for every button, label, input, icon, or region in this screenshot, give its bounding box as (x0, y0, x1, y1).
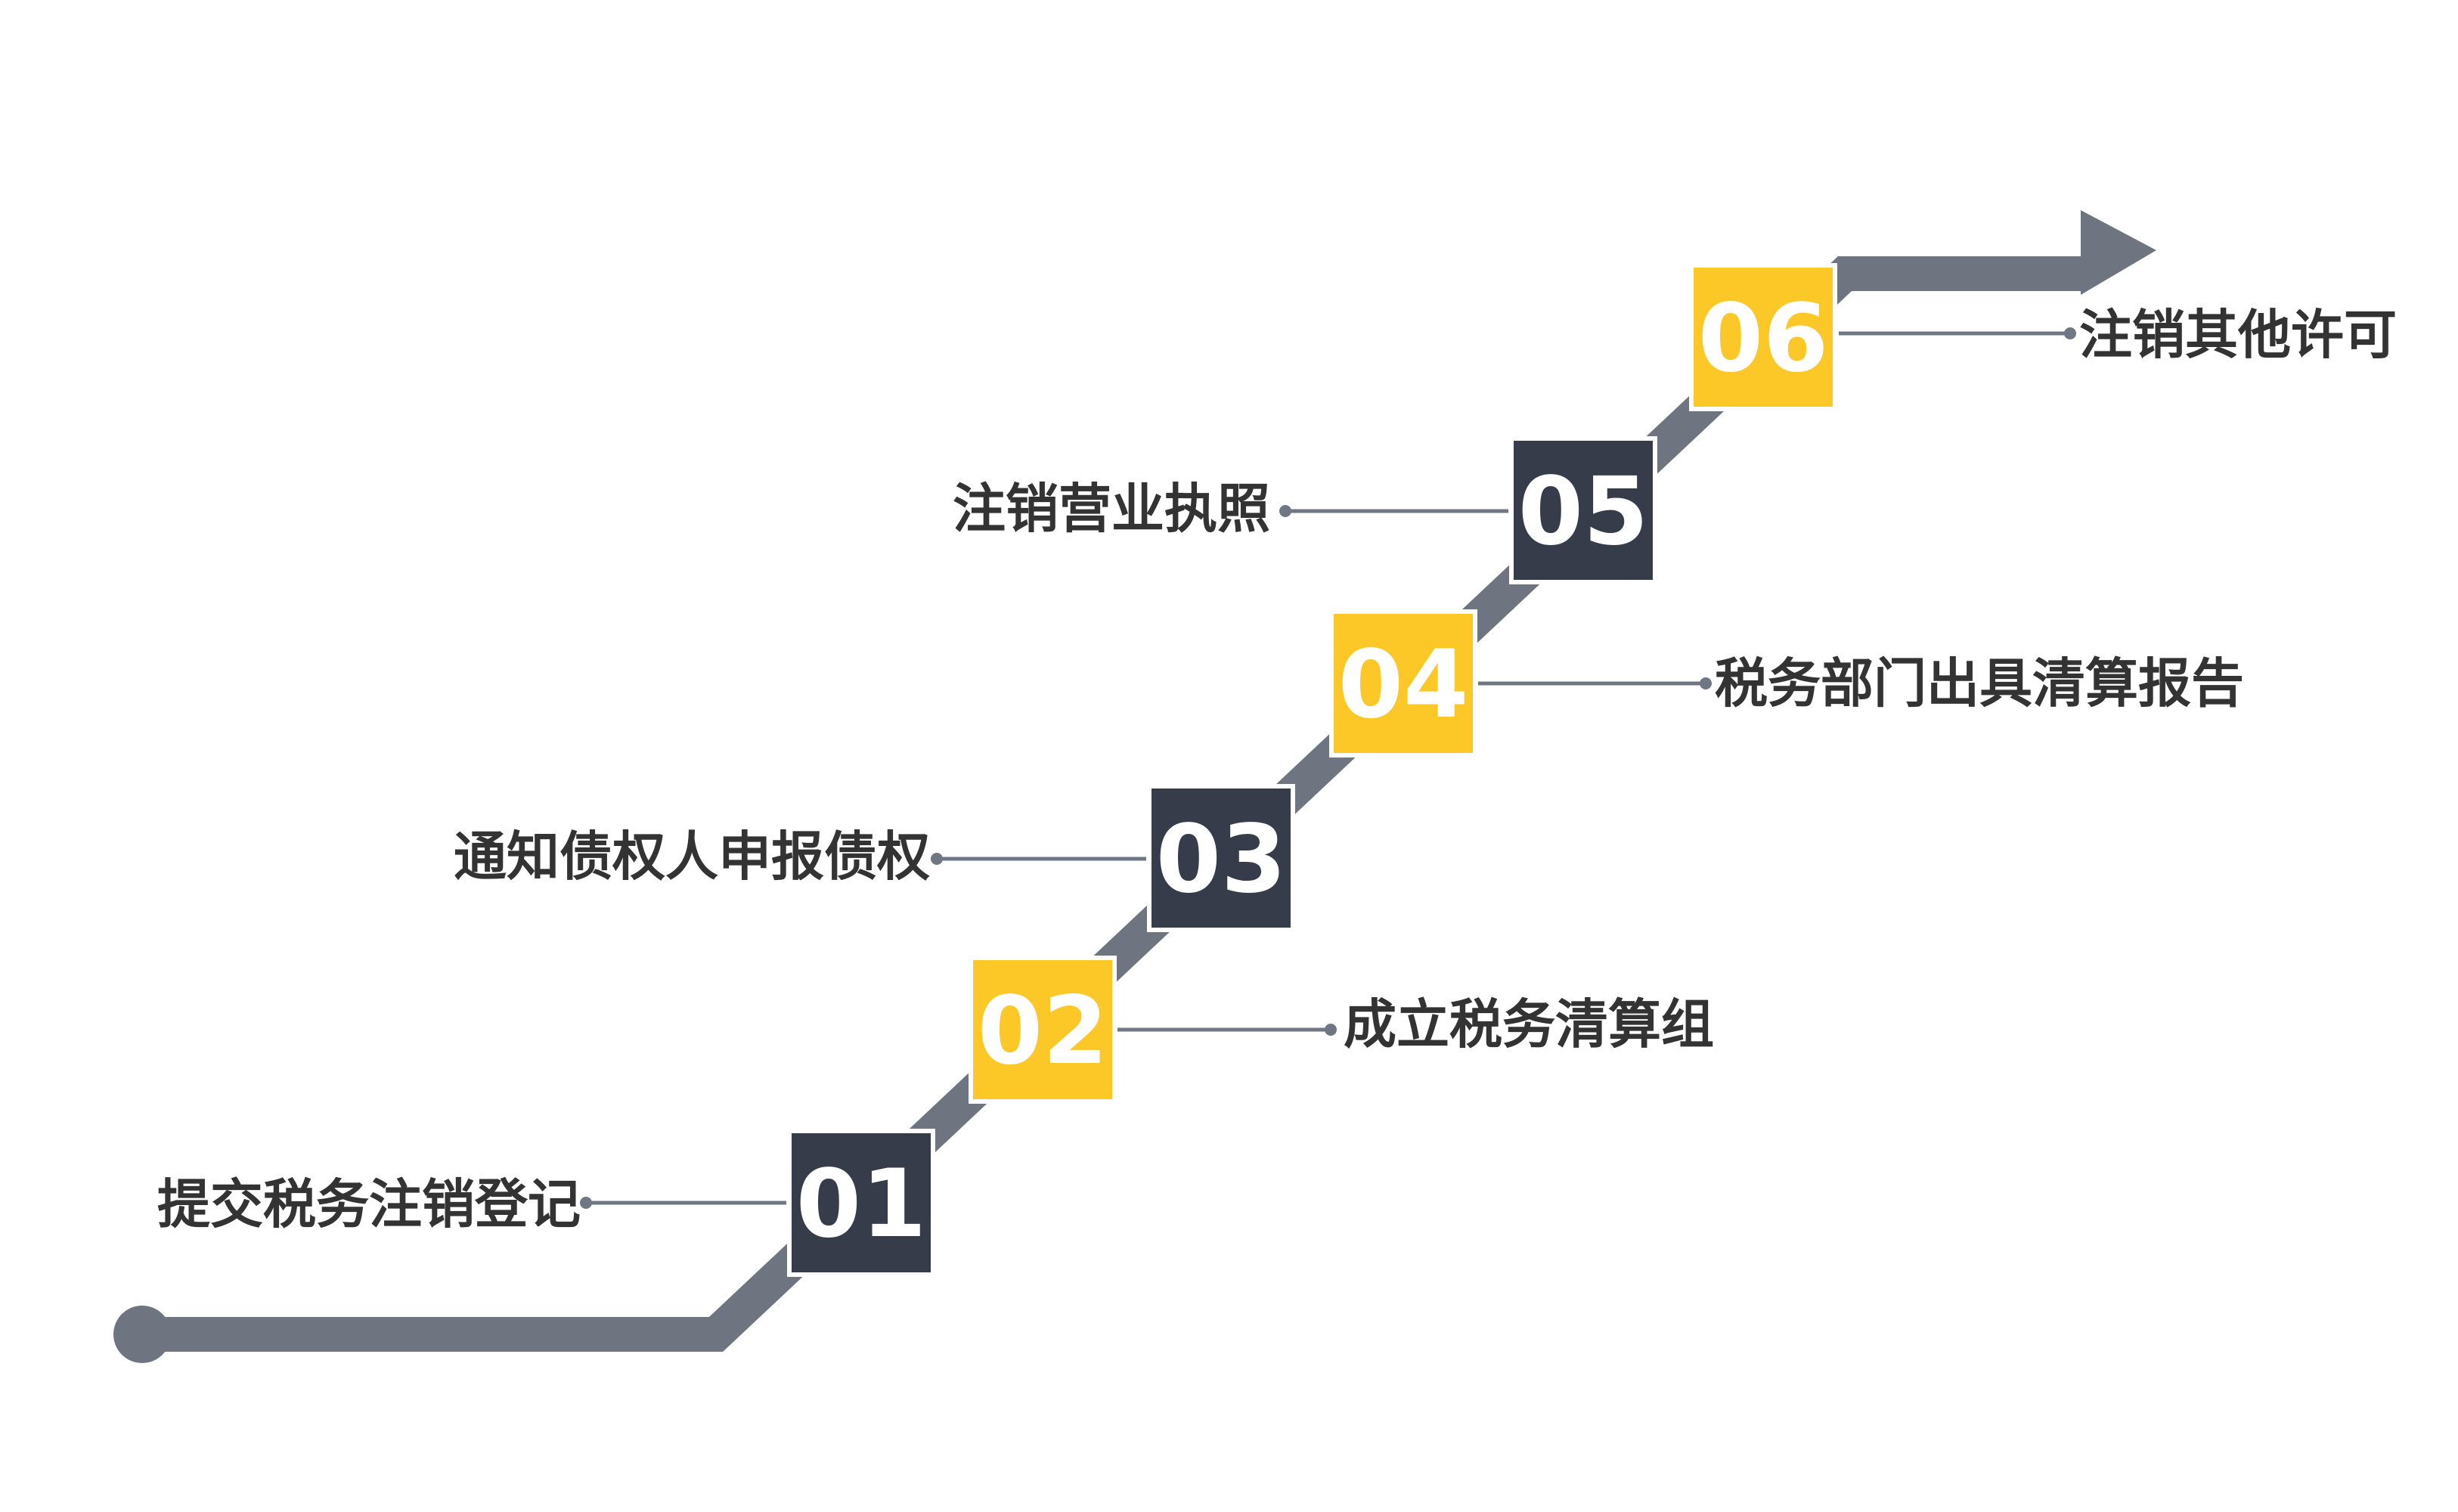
step-01-connector-dot (580, 1197, 592, 1209)
step-01: 01 提交税务注销登记 (157, 1129, 935, 1277)
step-01-box (787, 1129, 935, 1277)
step-04-connector-dot (1700, 677, 1712, 689)
step-04-label: 税务部门出具清算报告 (1715, 652, 2244, 714)
step-06-number: 06 (1698, 284, 1829, 393)
step-03-connector-dot (931, 853, 943, 865)
step-03: 03 通知债权人申报债权 (454, 784, 1295, 932)
path-arrow-head-icon (2081, 210, 2156, 295)
step-06-connector-dot (2064, 327, 2076, 339)
step-06-box (1689, 263, 1837, 411)
step-03-number: 03 (1156, 805, 1287, 914)
step-03-label: 通知债权人申报债权 (454, 826, 930, 888)
step-03-box (1147, 784, 1295, 932)
step-05-connector-dot (1279, 505, 1291, 517)
step-04: 04 税务部门出具清算报告 (1329, 609, 2244, 758)
step-05-label: 注销营业执照 (953, 478, 1270, 540)
step-05-number: 05 (1518, 457, 1649, 566)
step-02: 02 成立税务清算组 (969, 956, 1714, 1104)
step-06: 06 注销其他许可 (1689, 263, 2397, 411)
path-start-dot (113, 1306, 171, 1363)
step-02-number: 02 (978, 977, 1108, 1086)
step-02-label: 成立税务清算组 (1344, 993, 1714, 1055)
step-05: 05 注销营业执照 (953, 436, 1657, 584)
step-04-box (1329, 609, 1477, 758)
step-01-label: 提交税务注销登记 (157, 1173, 581, 1235)
step-01-number: 01 (796, 1150, 927, 1259)
step-05-box (1509, 436, 1657, 584)
step-02-box (969, 956, 1117, 1104)
step-06-label: 注销其他许可 (2079, 304, 2397, 366)
step-02-connector-dot (1325, 1024, 1337, 1036)
step-04-number: 04 (1338, 631, 1469, 739)
